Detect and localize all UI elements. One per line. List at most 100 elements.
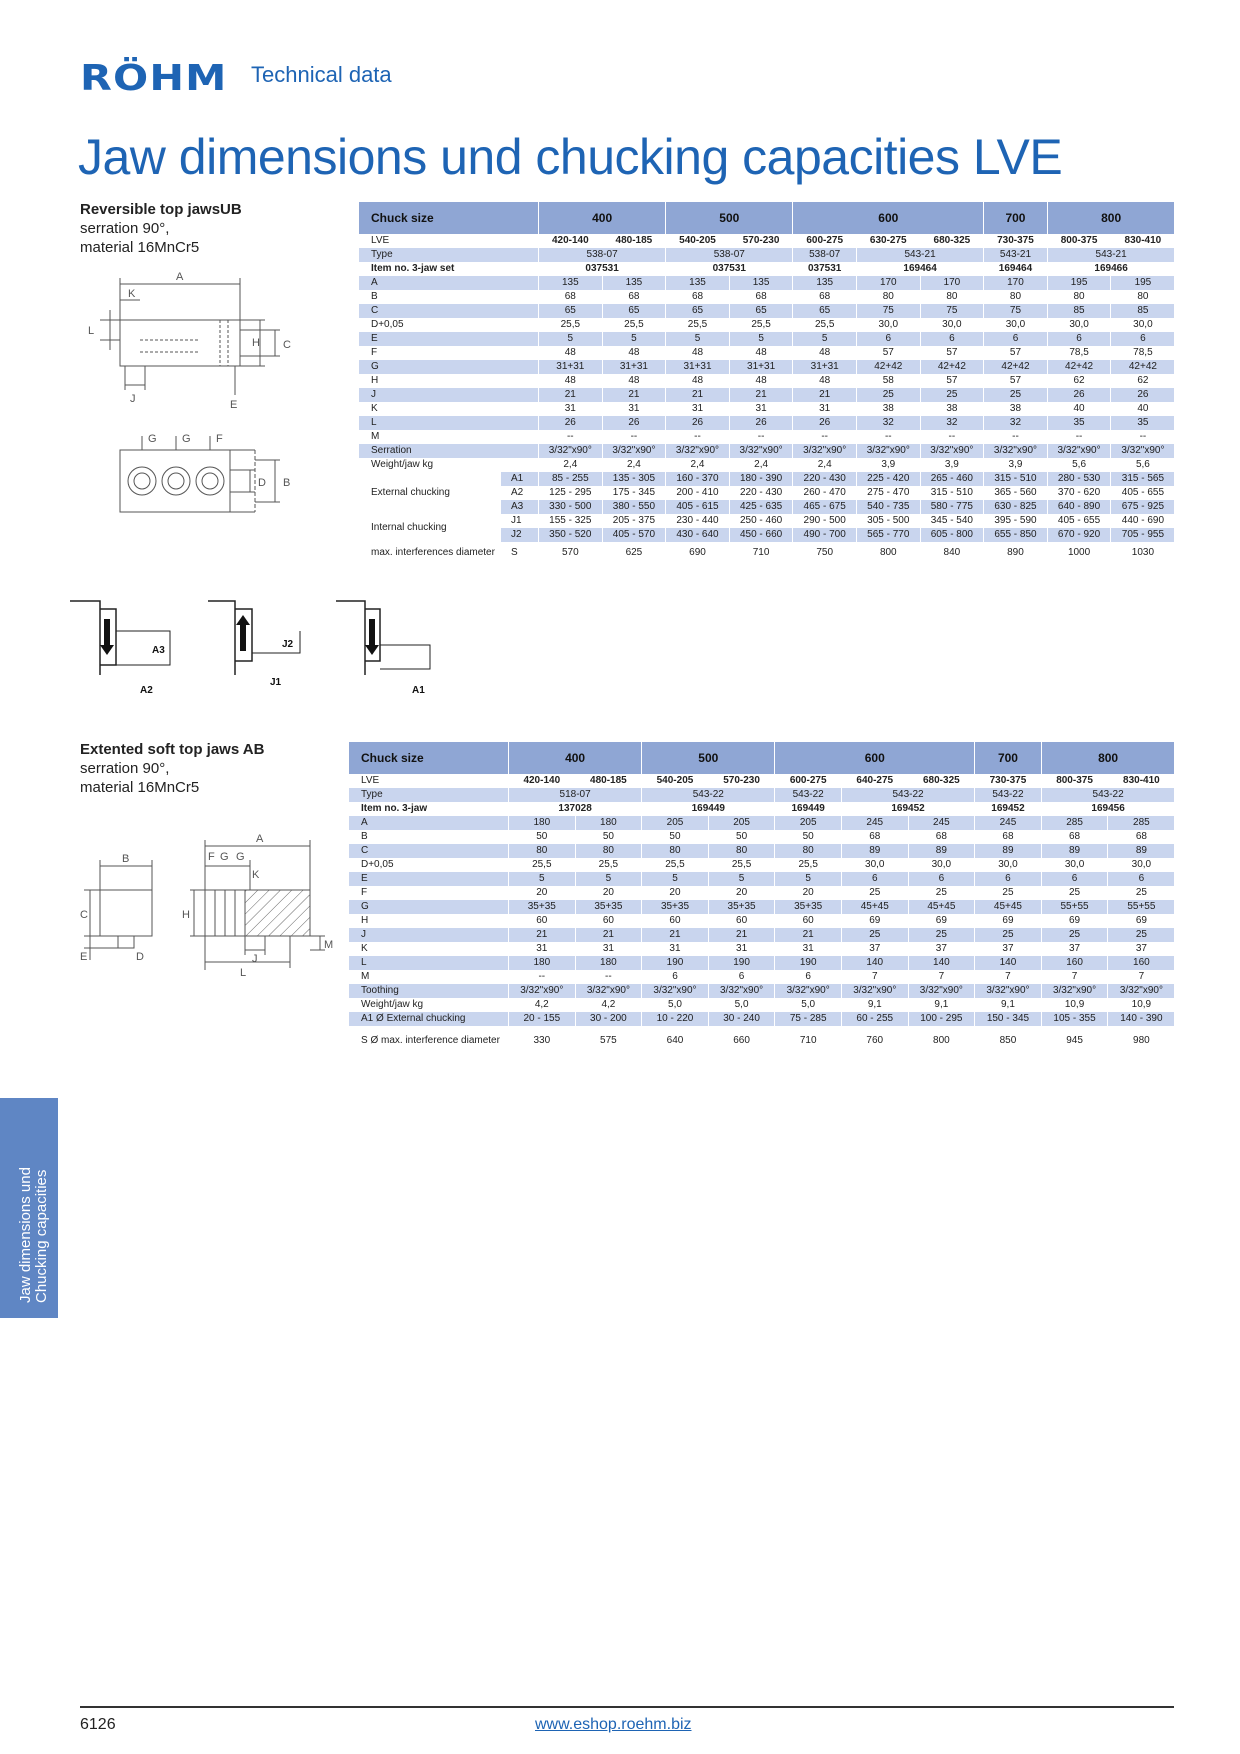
table-cell: 26	[1046, 388, 1111, 402]
table-cell: 100 - 295	[907, 1012, 975, 1026]
table-cell: 21	[792, 388, 857, 402]
table-cell: 20	[641, 886, 709, 900]
table-cell: --	[792, 430, 857, 444]
table-row-label: G	[357, 360, 539, 374]
table-cell: 670 - 920	[1046, 528, 1111, 542]
table-cell: 32	[983, 416, 1048, 430]
table-cell: 565 - 770	[855, 528, 921, 542]
table-cell: --	[1110, 430, 1175, 444]
table-cell: 85 - 255	[538, 472, 603, 486]
table1-header-600: 600	[792, 202, 984, 234]
table-cell: 4,2	[508, 998, 576, 1012]
table-cell: 31	[665, 402, 730, 416]
table-cell: 31	[728, 402, 793, 416]
table-cell: 037531	[538, 262, 666, 276]
table-cell: 4,2	[574, 998, 642, 1012]
table-cell: 3/32"x90°	[601, 444, 666, 458]
table-cell: 5,0	[641, 998, 709, 1012]
jaw2-label-k: K	[252, 869, 260, 881]
table-cell: 20	[774, 886, 842, 900]
table-cell: 31	[774, 942, 842, 956]
table-cell: 245	[840, 816, 909, 830]
table-cell: 3/32"x90°	[574, 984, 642, 998]
table-cell: 21	[665, 388, 730, 402]
table-cell: 75	[919, 304, 984, 318]
table-cell: 45+45	[907, 900, 975, 914]
table-cell: 945	[1040, 1026, 1108, 1054]
table-cell: 30 - 240	[707, 1012, 775, 1026]
jaw1-label-j: J	[130, 393, 136, 405]
table-cell: 425 - 635	[728, 500, 793, 514]
table-cell: 9,1	[840, 998, 909, 1012]
table-cell: 3/32"x90°	[1040, 984, 1108, 998]
table-cell: 3/32"x90°	[907, 984, 975, 998]
table-cell: 543-21	[983, 248, 1048, 262]
table-cell: 180	[574, 956, 642, 970]
table-cell: 10,9	[1040, 998, 1108, 1012]
table-cell: 31	[601, 402, 666, 416]
table-cell: 21	[774, 928, 842, 942]
table-row-label: E	[357, 332, 539, 346]
table-cell: 605 - 800	[919, 528, 984, 542]
table-cell: 330	[508, 1026, 576, 1054]
table-cell: 65	[728, 304, 793, 318]
jaw1-label-f: F	[216, 433, 223, 445]
table-extended-soft-top-jaws: Chuck size 400 500 600 700 800 LVE 420-1…	[348, 742, 1175, 1054]
table-cell: 260 - 470	[792, 486, 857, 500]
jaw1-label-k: K	[128, 288, 136, 300]
table-cell: 465 - 675	[792, 500, 857, 514]
table-cell: 31+31	[538, 360, 603, 374]
capacity-sub-label: A1	[499, 472, 539, 486]
table-cell: 20	[574, 886, 642, 900]
table-cell: 60	[508, 914, 576, 928]
table-cell: 290 - 500	[792, 514, 857, 528]
table-row-label: D+0,05	[348, 858, 509, 872]
table2-type-row: Type 518-07 543-22 543-22 543-22 543-22 …	[348, 788, 1175, 802]
table-row-label: B	[357, 290, 539, 304]
table-cell: 26	[665, 416, 730, 430]
table-cell: 800-375	[1046, 234, 1111, 248]
table-cell: --	[1046, 430, 1111, 444]
table-cell: 420-140	[538, 234, 603, 248]
table-cell: 3/32"x90°	[508, 984, 576, 998]
table-cell: 6	[840, 872, 909, 886]
table1-header-700: 700	[983, 202, 1048, 234]
chucking-label-a2: A2	[140, 685, 153, 696]
table-cell: 6	[919, 332, 984, 346]
table-cell: 69	[1040, 914, 1108, 928]
table-cell: 3/32"x90°	[1110, 444, 1175, 458]
table-cell: 31+31	[792, 360, 857, 374]
table-cell: 800	[907, 1026, 975, 1054]
table-cell: 65	[665, 304, 730, 318]
table-cell: 180 - 390	[728, 472, 793, 486]
table2-header-700: 700	[974, 742, 1042, 774]
table-cell: 85	[1046, 304, 1111, 318]
table-row: M--------------------	[357, 430, 1175, 444]
table-cell: 037531	[665, 262, 793, 276]
table-cell: 830-410	[1107, 774, 1175, 788]
table-cell: 543-22	[974, 788, 1042, 802]
table-cell: 155 - 325	[538, 514, 603, 528]
table-cell: 490 - 700	[792, 528, 857, 542]
table-cell: 21	[601, 388, 666, 402]
table-cell: 543-22	[641, 788, 775, 802]
table-cell: 80	[1046, 290, 1111, 304]
table-cell: 3/32"x90°	[1107, 984, 1175, 998]
table-cell: 25,5	[574, 858, 642, 872]
table-cell: 42+42	[919, 360, 984, 374]
table-cell: 2,4	[728, 458, 793, 472]
table-cell: 285	[1040, 816, 1108, 830]
table-cell: 2,4	[538, 458, 603, 472]
footer-link[interactable]: www.eshop.roehm.biz	[535, 1716, 692, 1733]
table-cell: 48	[538, 374, 603, 388]
table-cell: 25,5	[728, 318, 793, 332]
table-cell: 69	[1107, 914, 1175, 928]
